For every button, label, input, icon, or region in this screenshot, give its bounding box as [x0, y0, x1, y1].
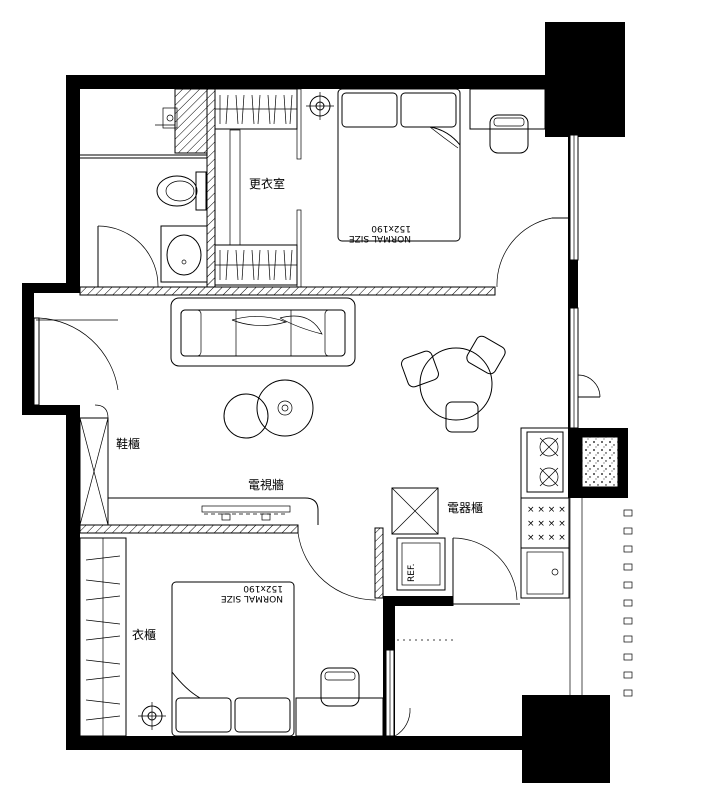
wardrobe: 衣櫃 [79, 537, 156, 737]
second-desk [295, 667, 384, 737]
desk-chair-icon [489, 114, 529, 154]
dining-set [401, 335, 506, 433]
second-bedroom: 衣櫃 NORMAL SIZE 152x190 [79, 532, 384, 737]
bathroom [97, 107, 208, 288]
master-bed-size-label: NORMAL SIZE [349, 233, 411, 243]
shoe-cabinet: 鞋櫃 [79, 404, 140, 526]
toilet-icon [156, 171, 207, 211]
kitchen: × × × × × × × × × × × × [520, 427, 619, 599]
desk [469, 88, 546, 154]
coffee-table-icon [223, 379, 314, 439]
shower-fixture [155, 107, 178, 129]
walk-in-closet-label: 更衣室 [249, 176, 285, 191]
ceiling-fan-icon [306, 92, 334, 120]
tv-icon [201, 505, 291, 521]
interior-walls [79, 88, 496, 599]
sofa-icon [170, 297, 356, 367]
second-bed: NORMAL SIZE 152x190 [171, 581, 295, 737]
hanger-rail-bottom [219, 249, 293, 281]
entrance-door [33, 317, 119, 406]
appliance-cabinet-label: 電器櫃 [447, 501, 483, 515]
shoe-cabinet-label: 鞋櫃 [116, 436, 140, 451]
second-ceiling-fan-icon [138, 702, 166, 730]
kitchen-door [452, 537, 520, 606]
svg-text:× × × ×: × × × × [527, 533, 566, 543]
bathroom-door [97, 225, 159, 288]
balcony-railing [569, 498, 633, 697]
dining-chair-icon [401, 335, 506, 433]
windows [385, 134, 579, 737]
refrigerator-icon: REF. [396, 537, 446, 591]
second-bed-dimensions: 152x190 [243, 583, 283, 593]
master-bedroom-door [496, 217, 568, 288]
refrigerator-label: REF. [407, 563, 417, 582]
tv-wall-label: 電視牆 [248, 477, 284, 492]
master-bedroom: NORMAL SIZE 152x190 [306, 88, 568, 288]
sink-icon [160, 225, 208, 283]
walk-in-closet: 更衣室 [214, 88, 302, 288]
appliance-cabinet: 電器櫃 [391, 487, 483, 535]
svg-text:× × × ×: × × × × [527, 505, 566, 515]
stove-icon [526, 431, 564, 493]
second-desk-chair-icon [320, 667, 360, 707]
second-bedroom-door [297, 532, 377, 601]
hanger-rail-top [219, 94, 293, 125]
master-bed: NORMAL SIZE 152x190 [337, 88, 461, 243]
living-room [170, 297, 506, 439]
second-bed-size-label: NORMAL SIZE [221, 593, 283, 603]
kitchen-sink-icon [520, 547, 570, 599]
master-bed-dimensions: 152x190 [371, 223, 411, 233]
wardrobe-label: 衣櫃 [132, 627, 156, 642]
svg-text:× × × ×: × × × × [527, 519, 566, 529]
counter-pattern: × × × × × × × × × × × × [527, 505, 566, 543]
